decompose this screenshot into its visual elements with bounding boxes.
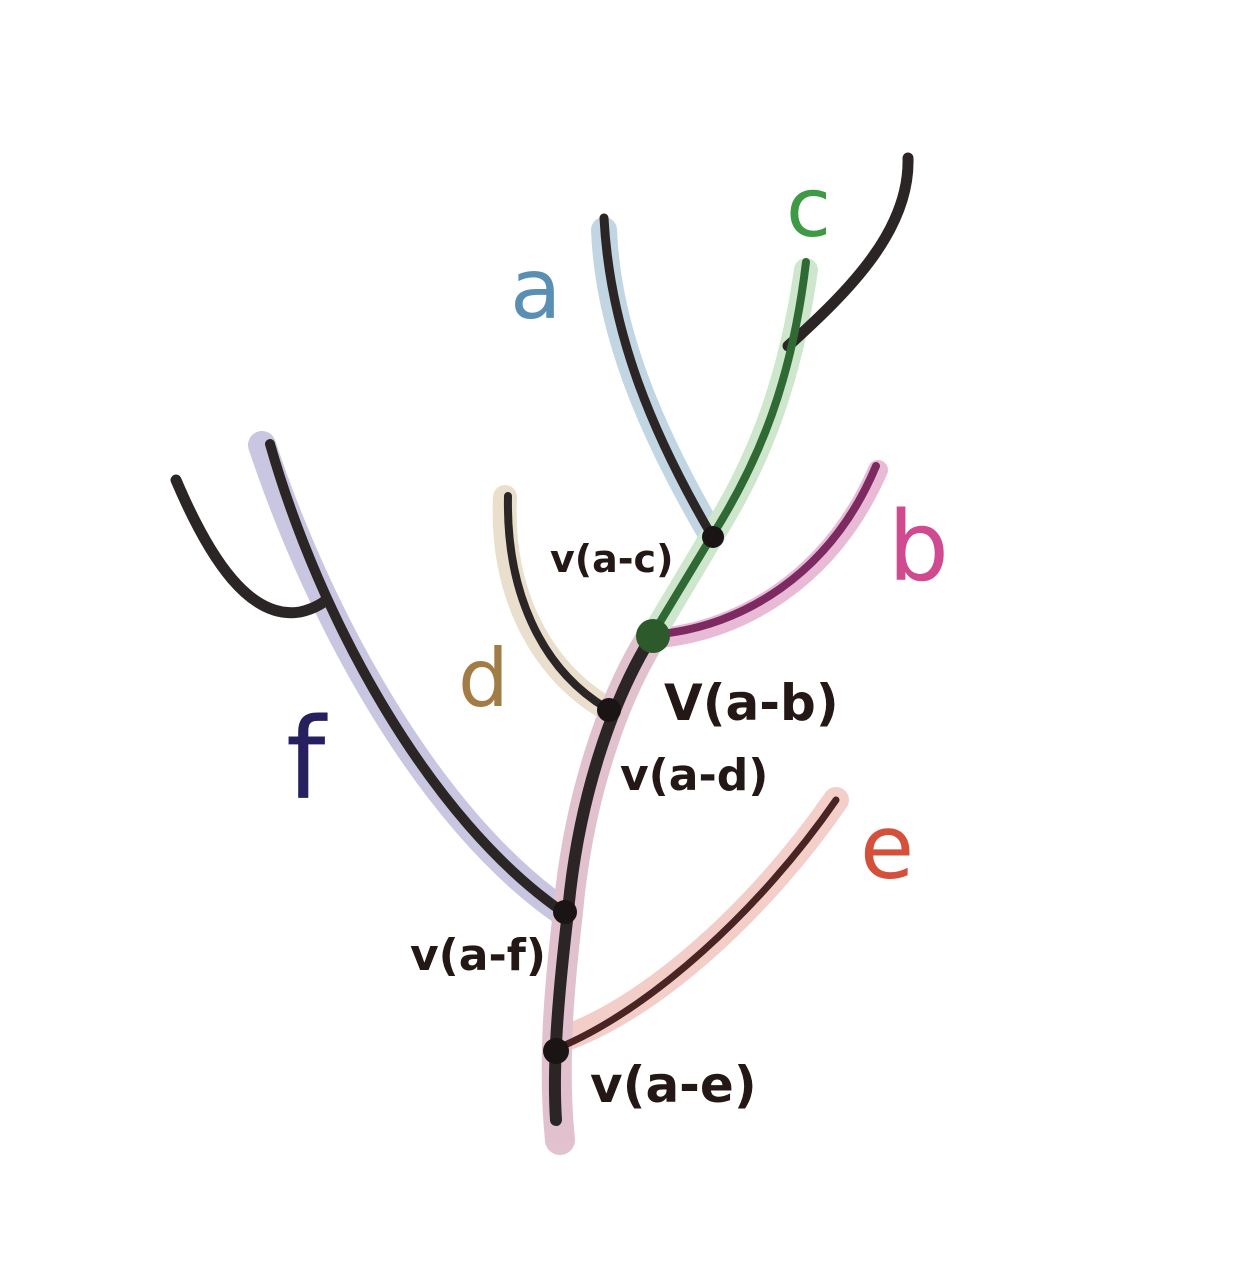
node-ae-dot — [543, 1038, 569, 1064]
leaf-label-f: f — [286, 695, 328, 825]
branch-a — [599, 213, 717, 541]
highlight-e — [547, 787, 849, 1053]
node-ab-dot — [636, 619, 670, 653]
node-label-af: v(a-f) — [410, 930, 546, 981]
highlight-f — [248, 431, 577, 926]
node-label-ab: V(a-b) — [664, 674, 839, 732]
node-label-ad: v(a-d) — [620, 750, 768, 801]
node-af-dot — [553, 900, 577, 924]
branch-c — [650, 258, 810, 636]
leaf-label-e: e — [860, 796, 914, 899]
branch-f-left-tip — [170, 474, 332, 619]
highlight-a — [591, 217, 725, 549]
branch-d — [503, 492, 610, 712]
leaf-label-d: d — [458, 632, 509, 725]
node-ad-dot — [597, 698, 621, 722]
node-label-ac: v(a-c) — [550, 537, 673, 581]
branch-b — [656, 462, 880, 638]
branch-f — [265, 439, 568, 917]
node-label-ae: v(a-e) — [590, 1056, 757, 1114]
leaf-label-b: b — [888, 491, 949, 603]
branch-e — [554, 796, 840, 1052]
leaf-label-c: c — [786, 161, 831, 256]
node-ac-dot — [702, 526, 724, 548]
leaf-label-a: a — [510, 240, 561, 338]
branch-right-tip — [782, 152, 914, 352]
